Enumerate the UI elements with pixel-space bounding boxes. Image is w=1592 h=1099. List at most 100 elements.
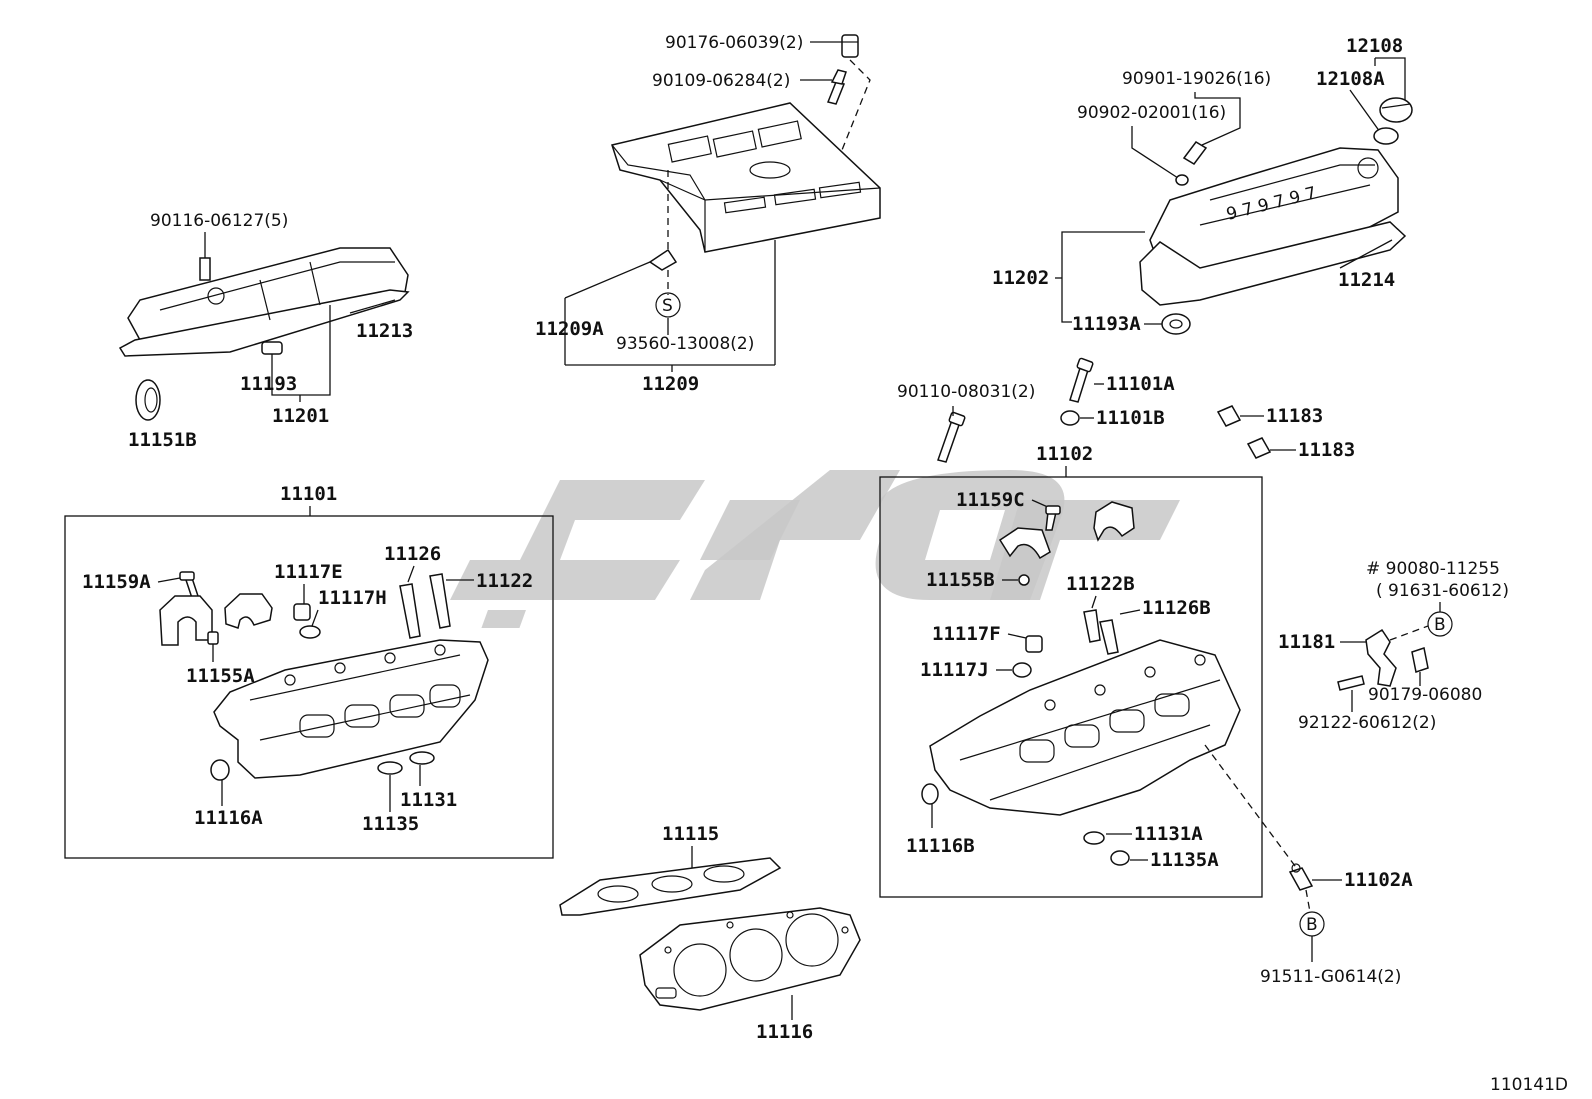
label-90176: 90176-06039(2) xyxy=(665,33,803,53)
cylinder-head-11101[interactable] xyxy=(213,639,489,779)
gasket-11135[interactable] xyxy=(377,761,403,775)
guide-11126B[interactable] xyxy=(1099,619,1119,655)
label-11131A: 11131A xyxy=(1134,823,1203,845)
label-91631: ( 91631-60612) xyxy=(1376,581,1509,601)
svg-text:B: B xyxy=(1306,915,1318,935)
head-gasket-11116[interactable] xyxy=(639,907,861,1011)
label-11126B: 11126B xyxy=(1142,597,1211,619)
label-90179: 90179-06080 xyxy=(1368,685,1482,705)
stud-bolt-90109[interactable] xyxy=(826,69,847,105)
intake-gasket-11115[interactable] xyxy=(559,857,782,916)
dowel-11155B[interactable] xyxy=(1018,574,1030,586)
label-11183-a: 11183 xyxy=(1266,405,1323,427)
symbol-b-circle-top: B xyxy=(1427,611,1453,637)
camshaft-bearing-cap-right-b[interactable] xyxy=(1093,501,1135,542)
label-11159A: 11159A xyxy=(82,571,151,593)
nut-90179[interactable] xyxy=(1411,647,1429,673)
spark-plug-tube-90901[interactable] xyxy=(1182,141,1208,165)
engine-cover-group: 90176-06039(2) 90109-06284(2) xyxy=(535,33,881,395)
label-11155B: 11155B xyxy=(926,569,995,591)
label-12108: 12108 xyxy=(1346,35,1403,57)
label-11181: 11181 xyxy=(1278,631,1335,653)
guide-11122B[interactable] xyxy=(1083,609,1101,643)
right-valve-cover-group: 90901-19026(16) 90902-02001(16) 12108 12… xyxy=(992,35,1413,335)
label-11135A: 11135A xyxy=(1150,849,1219,871)
oil-filler-cap-12108[interactable] xyxy=(1379,97,1413,123)
gasket-11117J[interactable] xyxy=(1012,662,1032,678)
cap-nut-90176[interactable] xyxy=(841,34,859,58)
label-11183-b: 11183 xyxy=(1298,439,1355,461)
label-11102A: 11102A xyxy=(1344,869,1413,891)
guide-11122[interactable] xyxy=(429,573,451,629)
label-12108A: 12108A xyxy=(1316,68,1385,90)
plug-11183-a[interactable] xyxy=(1216,405,1242,427)
label-11159C: 11159C xyxy=(956,489,1025,511)
label-11101B: 11101B xyxy=(1096,407,1165,429)
camshaft-bearing-cap-right-a[interactable] xyxy=(998,527,1051,560)
camshaft-bearing-cap-left-a[interactable] xyxy=(159,595,213,646)
bolt-90110[interactable] xyxy=(937,411,966,463)
label-11151B: 11151B xyxy=(128,429,197,451)
left-cylinder-head-group: 11101 11159A 11155A 11117E 11117H 11 xyxy=(64,483,554,859)
label-11213: 11213 xyxy=(356,320,413,342)
label-90901: 90901-19026(16) xyxy=(1122,69,1271,89)
guide-11126[interactable] xyxy=(399,583,421,639)
camshaft-bearing-cap-left-b[interactable] xyxy=(224,593,273,629)
gasket-11135A[interactable] xyxy=(1110,850,1130,866)
bracket-11181-group: # 90080-11255 ( 91631-60612) B 11181 901… xyxy=(1260,559,1509,987)
camshaft-bolts-group: 90110-08031(2) 11101A 11101B 11183 11183 xyxy=(897,357,1355,463)
bolt-11101A[interactable] xyxy=(1069,357,1094,403)
label-11122: 11122 xyxy=(476,570,533,592)
label-90080: # 90080-11255 xyxy=(1366,559,1500,579)
label-11117F: 11117F xyxy=(932,623,1001,645)
label-11116: 11116 xyxy=(756,1021,813,1043)
svg-text:S: S xyxy=(662,296,673,316)
cylinder-head-11102[interactable] xyxy=(929,639,1241,816)
label-11102: 11102 xyxy=(1036,443,1093,465)
label-11135: 11135 xyxy=(362,813,419,835)
gasket-11131[interactable] xyxy=(409,751,435,765)
cap-gasket-12108A[interactable] xyxy=(1373,127,1399,145)
valve-cover-11201[interactable] xyxy=(118,247,410,357)
oil-seal-11151B[interactable] xyxy=(135,379,161,421)
grommet-11193[interactable] xyxy=(261,341,283,355)
washer-11101B[interactable] xyxy=(1060,410,1080,426)
label-91511: 91511-G0614(2) xyxy=(1260,967,1401,987)
left-head-assembly-box xyxy=(64,515,554,859)
label-90110: 90110-08031(2) xyxy=(897,382,1035,402)
svg-text:B: B xyxy=(1434,615,1446,635)
symbol-s-circle: S xyxy=(655,292,681,318)
stud-92122[interactable] xyxy=(1337,675,1365,691)
plug-11116A[interactable] xyxy=(210,759,230,781)
label-11117E: 11117E xyxy=(274,561,343,583)
valve-cover-11202[interactable]: 9 7 9 7 9 7 xyxy=(1139,147,1407,306)
label-11209A: 11209A xyxy=(535,318,604,340)
label-11131: 11131 xyxy=(400,789,457,811)
plug-11116B[interactable] xyxy=(921,783,939,805)
label-11201: 11201 xyxy=(272,405,329,427)
plug-11183-b[interactable] xyxy=(1246,437,1272,459)
gasket-90902[interactable] xyxy=(1175,174,1189,186)
dowel-11155A[interactable] xyxy=(207,631,219,645)
right-cylinder-head-group: 11102 11159C 11155B 11122B 11126B 11 xyxy=(879,443,1299,898)
label-90109: 90109-06284(2) xyxy=(652,71,790,91)
plug-11117E[interactable] xyxy=(293,603,311,621)
plug-11117F[interactable] xyxy=(1025,635,1043,653)
engine-cover-11209[interactable] xyxy=(611,102,881,253)
gasket-11131A[interactable] xyxy=(1083,831,1105,845)
clip-11209A[interactable] xyxy=(648,248,678,271)
bolt-90116[interactable] xyxy=(199,257,211,281)
bolt-11159A[interactable] xyxy=(179,571,199,599)
gasket-11117H[interactable] xyxy=(299,625,321,639)
bracket-11181[interactable] xyxy=(1365,628,1397,687)
label-11101A: 11101A xyxy=(1106,373,1175,395)
label-11214: 11214 xyxy=(1338,269,1395,291)
sensor-11102A[interactable] xyxy=(1288,863,1314,891)
bolt-11159C[interactable] xyxy=(1045,505,1061,531)
symbol-b-circle-bottom: B xyxy=(1299,911,1325,937)
label-90116: 90116-06127(5) xyxy=(150,211,288,231)
grommet-11193A[interactable] xyxy=(1161,313,1191,335)
label-11202: 11202 xyxy=(992,267,1049,289)
label-11101: 11101 xyxy=(280,483,337,505)
